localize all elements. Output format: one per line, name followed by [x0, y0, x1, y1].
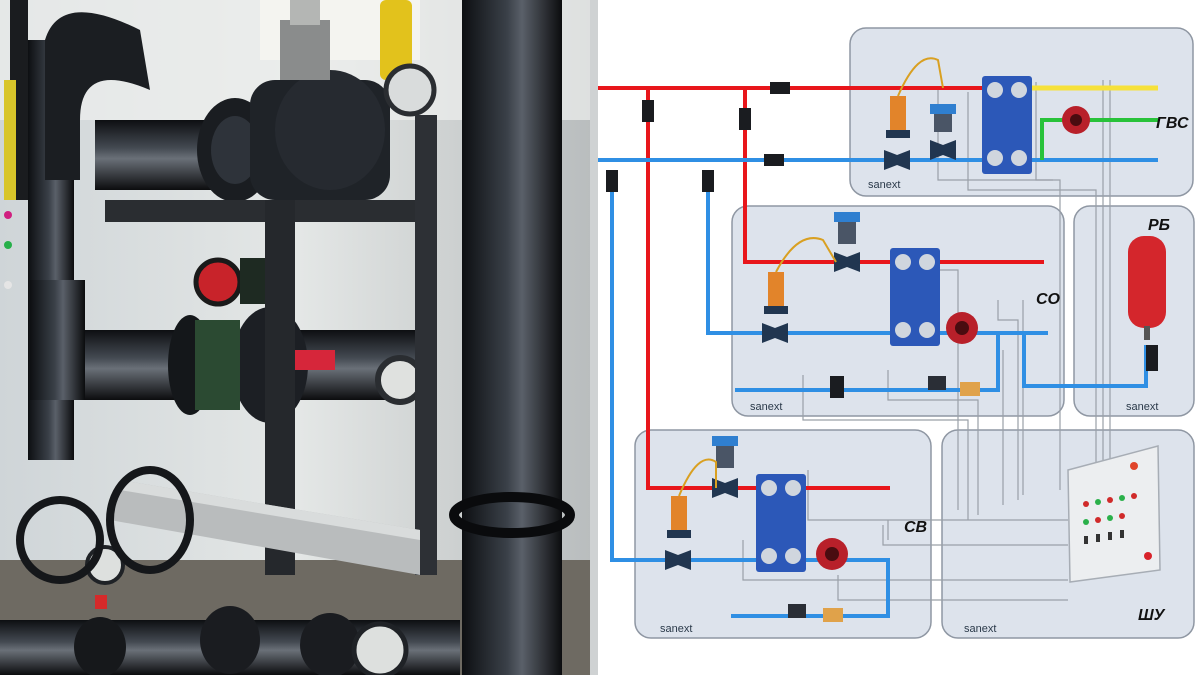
control-cabinet-icon — [1067, 445, 1161, 583]
brand-label-so: sanext — [750, 401, 782, 413]
brand-label-gvs: sanext — [868, 179, 900, 191]
control-valve-icon — [712, 436, 738, 498]
pump-icon — [946, 312, 978, 344]
label-so: СО — [1036, 291, 1061, 308]
brand-label-shu: sanext — [964, 623, 996, 635]
heat-exchanger-gvs — [982, 76, 1032, 174]
label-sv: СВ — [904, 519, 927, 536]
heat-exchanger-so — [890, 248, 940, 346]
pump-icon — [1062, 106, 1090, 134]
label-gvs: ГВС — [1156, 115, 1189, 132]
pump-icon — [816, 538, 848, 570]
label-shu: ШУ — [1138, 607, 1166, 624]
substation-scheme: sanext sanext sanext sanext sanext — [598, 27, 1195, 639]
pressure-regulator-icon — [884, 57, 944, 170]
brand-label-rb: sanext — [1126, 401, 1158, 413]
control-wires — [742, 80, 1111, 601]
control-valve-icon — [834, 212, 860, 272]
expansion-tank-icon — [1128, 236, 1166, 340]
pressure-regulator-icon — [762, 237, 837, 343]
heat-exchanger-sv — [756, 474, 806, 572]
control-valve-icon — [930, 104, 956, 160]
circulation-line — [1040, 118, 1158, 160]
label-rb: РБ — [1148, 217, 1170, 234]
substation-photo — [0, 0, 598, 675]
brand-label-sv: sanext — [660, 623, 692, 635]
meter-icon — [788, 376, 980, 622]
ball-valve-icon — [606, 82, 1158, 398]
pressure-regulator-icon — [665, 458, 717, 570]
